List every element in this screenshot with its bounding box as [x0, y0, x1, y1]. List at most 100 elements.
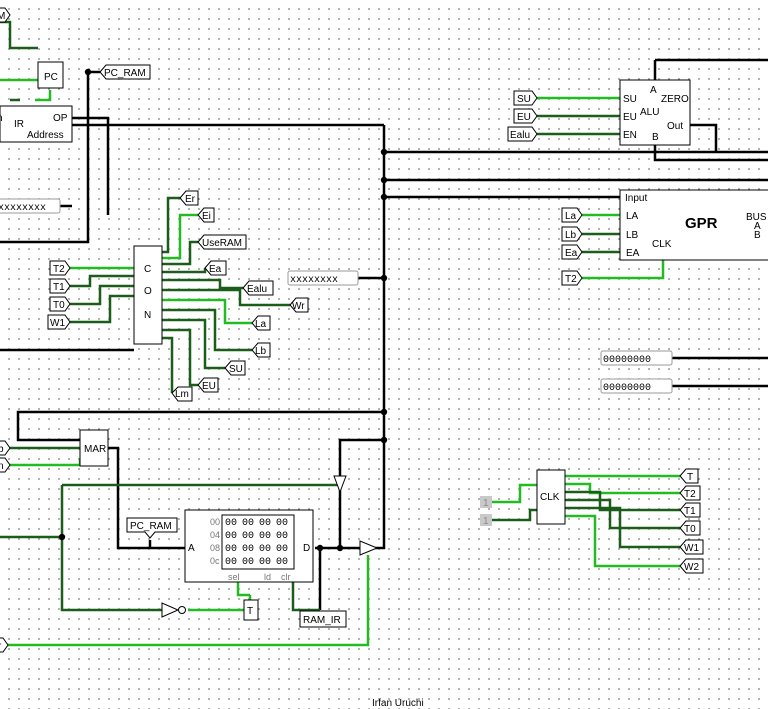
bus-probe-left: xxxxxxxx — [0, 198, 61, 214]
tunnel-su: SU — [229, 364, 243, 375]
ram-cell: 00 — [259, 544, 271, 555]
tunnel-ram-ir: RAM_IR — [299, 610, 347, 628]
pin-t: T — [247, 606, 253, 617]
tunnel-ealu: Ealu — [247, 284, 267, 295]
gpr-input-pins[interactable]: La Lb Ea T2 — [561, 207, 583, 286]
gpr-a: A — [754, 221, 761, 232]
pin-ea: Ea — [565, 248, 578, 259]
clock-constants[interactable]: 1 1 — [480, 496, 492, 527]
alu-label: ALU — [640, 107, 659, 118]
control-unit[interactable]: C O N — [133, 245, 163, 345]
gpr-b: B — [754, 230, 761, 241]
reg-a-probe: 00000000 — [603, 355, 651, 366]
ram-ld-pin[interactable]: T — [243, 599, 259, 621]
tunnel-wr: Wr — [292, 301, 305, 312]
junctions — [58, 68, 388, 552]
pin-ealu: Ealu — [510, 130, 530, 141]
con-letter-n: N — [144, 310, 151, 321]
alu-su: SU — [623, 94, 637, 105]
const-1: 1 — [483, 498, 489, 509]
con-input-pins[interactable]: T2 T1 T0 W1 — [47, 260, 71, 330]
pin-lb: Lb — [565, 230, 577, 241]
ram-cell: 00 — [242, 557, 254, 568]
bus-probe-mid: xxxxxxxx — [287, 270, 359, 286]
pin-la: La — [565, 211, 577, 222]
svg-text:xxxxxxxx: xxxxxxxx — [0, 203, 46, 214]
pin-t0: T0 — [53, 300, 65, 311]
con-letter-o: O — [144, 286, 152, 297]
ram-cell: 00 — [259, 518, 271, 529]
ram-cell: 00 — [242, 531, 254, 542]
mar-partial-inputs: b n — [0, 440, 11, 473]
tunnel-t2: T2 — [684, 489, 696, 500]
ram-addr: 04 — [210, 530, 220, 540]
ram-clr: clr — [281, 572, 291, 582]
not-gate — [161, 602, 186, 618]
author-label: Irfan Uruchi — [372, 698, 424, 709]
alu-b: B — [652, 132, 659, 143]
tristate-buffers — [333, 475, 379, 556]
tunnel-pc-ram-in: PC_RAM — [126, 517, 178, 539]
svg-text:xxxxxxxx: xxxxxxxx — [290, 275, 338, 286]
svg-text:b: b — [0, 444, 4, 455]
tunnel-la: La — [255, 319, 267, 330]
program-counter[interactable]: PC — [37, 61, 64, 89]
ir-partial-label: n — [0, 113, 3, 124]
ir-address-label: Address — [27, 130, 64, 141]
gpr[interactable]: Input LA LB EA CLK GPR BUS A B — [619, 189, 768, 261]
ram-cell: 00 — [276, 557, 288, 568]
ram-addr: 08 — [210, 543, 220, 553]
ram-cell: 00 — [225, 544, 237, 555]
tunnel-eu: EU — [202, 381, 216, 392]
svg-text:r: r — [0, 641, 2, 652]
pin-t2-gpr: T2 — [565, 274, 577, 285]
tunnel-ei: Ei — [202, 211, 211, 222]
control-wires — [0, 20, 680, 647]
pin-t1: T1 — [53, 282, 65, 293]
alu-input-pins[interactable]: SU EU Ealu — [507, 90, 538, 142]
tunnel-w2: W2 — [684, 562, 699, 573]
alu-out: Out — [667, 121, 683, 132]
pc-partial-input: M — [0, 7, 11, 23]
con-letter-c: C — [144, 264, 151, 275]
gpr-title: GPR — [685, 215, 718, 232]
tunnel-er: Er — [185, 194, 196, 205]
ram[interactable]: A D sel ld clr 00 04 08 0c 00 00 00 00 0… — [184, 509, 314, 583]
reg-b-probe: 00000000 — [603, 383, 651, 394]
tunnel-t: T — [687, 472, 693, 483]
pc-label: PC — [44, 72, 58, 83]
ram-ld: ld — [264, 572, 271, 582]
tunnel-pc-ram: PC_RAM — [99, 64, 151, 80]
pc-ram-tunnel-label: PC_RAM — [104, 68, 146, 79]
clock-counter[interactable]: CLK — [536, 469, 566, 525]
ram-sel: sel — [228, 572, 240, 582]
mar-label: MAR — [84, 444, 106, 455]
pin-su: SU — [517, 94, 531, 105]
svg-text:RAM_IR: RAM_IR — [303, 615, 341, 626]
ram-cell: 00 — [242, 544, 254, 555]
ir-label: IR — [14, 119, 24, 130]
gpr-bus: BUS — [746, 212, 767, 223]
tunnel-lb: Lb — [255, 346, 267, 357]
mar[interactable]: MAR — [79, 429, 109, 467]
gpr-la: LA — [626, 211, 639, 222]
ram-cell: 00 — [225, 531, 237, 542]
pin-t2: T2 — [53, 264, 65, 275]
clock-output-tunnels: T T2 T1 T0 W1 W2 — [679, 468, 704, 574]
register-probes: 00000000 00000000 — [600, 350, 673, 394]
clk-label: CLK — [540, 492, 560, 503]
ram-cell: 00 — [225, 557, 237, 568]
pin-w1: W1 — [50, 318, 65, 329]
svg-text:n: n — [0, 461, 4, 472]
ram-addr-pin: A — [188, 543, 195, 554]
instruction-register[interactable]: IR OP Address n — [0, 105, 73, 143]
ram-partial-input: r — [0, 637, 9, 653]
ram-addr: 0c — [210, 556, 220, 566]
ram-cell: 00 — [225, 518, 237, 529]
const-1: 1 — [483, 516, 489, 527]
tunnel-w1: W1 — [684, 543, 699, 554]
svg-text:PC_RAM: PC_RAM — [130, 521, 172, 532]
tunnel-t1: T1 — [684, 506, 696, 517]
alu[interactable]: SU EU EN ALU A B ZERO Out — [619, 79, 691, 146]
